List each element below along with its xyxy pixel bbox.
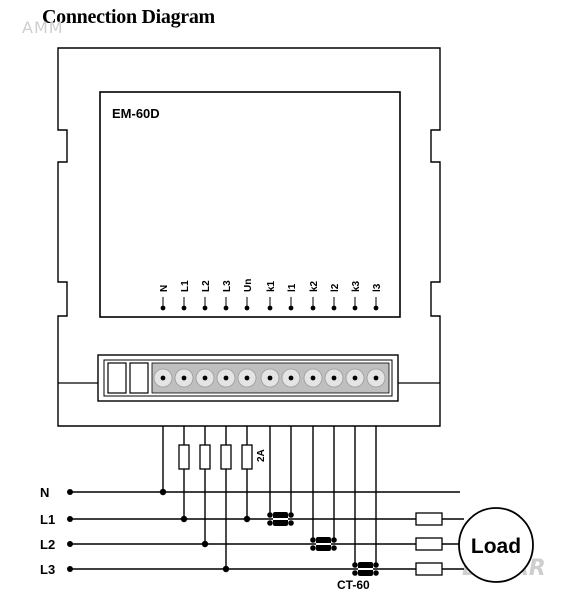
terminal-label-l3: l3 <box>372 283 383 292</box>
fuses <box>178 444 443 576</box>
terminal-label-l1: L1 <box>180 280 191 292</box>
terminal-label-l2: l2 <box>330 283 341 292</box>
line-label-l2: L2 <box>40 537 55 552</box>
line-label-l3: L3 <box>40 562 55 577</box>
screw-center <box>352 375 358 381</box>
screw-center <box>373 375 379 381</box>
fuse-rating-label: 2A <box>256 449 267 462</box>
terminal-labels: N L1 L2 L3 Un k1 l1 k2 l2 k3 l3 <box>159 279 383 311</box>
terminal-pin-dot <box>202 305 208 311</box>
terminal-pin-dot <box>244 305 250 311</box>
terminal-block <box>97 354 399 402</box>
terminal-label-l1: l1 <box>287 283 298 292</box>
load-label: Load <box>471 535 521 558</box>
wiring <box>70 426 464 570</box>
screw-center <box>202 375 208 381</box>
model-label: EM-60D <box>112 106 160 121</box>
terminal-pin-dot <box>373 305 379 311</box>
line-terminal-dot <box>67 541 73 547</box>
ct-terminal-dot <box>373 562 379 568</box>
ct-terminal-dot <box>288 512 294 518</box>
terminal-pin-dot <box>331 305 337 311</box>
ct-terminal-dot <box>310 537 316 543</box>
screw-center <box>310 375 316 381</box>
current-transformers <box>267 512 379 576</box>
screw-center <box>223 375 229 381</box>
terminal-label-k1: k1 <box>266 280 277 292</box>
line-terminal-dot <box>67 566 73 572</box>
ct-terminal-dot <box>373 570 379 576</box>
terminal-label-l3: L3 <box>222 280 233 292</box>
watermark-top: AMM <box>22 18 64 37</box>
junction-dots <box>159 488 251 573</box>
line-label-n: N <box>40 485 49 500</box>
spacer-block-1 <box>107 362 127 394</box>
ct-label: CT-60 <box>337 578 370 592</box>
screw-center <box>160 375 166 381</box>
terminal-label-k3: k3 <box>351 280 362 292</box>
screws <box>153 368 386 388</box>
ct-terminal-dot <box>331 537 337 543</box>
spacer-block-2 <box>129 362 149 394</box>
terminal-label-n: N <box>159 285 170 292</box>
load-fuse <box>415 512 443 526</box>
line-label-l1: L1 <box>40 512 55 527</box>
terminal-label-k2: k2 <box>309 280 320 292</box>
junction-dot <box>180 515 188 523</box>
ct-terminal-dot <box>352 562 358 568</box>
display-panel <box>99 91 401 318</box>
ct-terminal-dot <box>288 520 294 526</box>
terminal-pin-dot <box>160 305 166 311</box>
page-title: Connection Diagram <box>42 6 215 28</box>
ct-terminal-dot <box>331 545 337 551</box>
load-circle <box>458 507 534 583</box>
junction-dot <box>222 565 230 573</box>
line-terminal-dot <box>67 516 73 522</box>
voltage-fuse <box>220 444 232 470</box>
voltage-fuse <box>199 444 211 470</box>
terminal-pin-dot <box>352 305 358 311</box>
junction-dot <box>159 488 167 496</box>
terminal-pin-dot <box>310 305 316 311</box>
screw-center <box>267 375 273 381</box>
terminal-label-un: Un <box>243 279 254 292</box>
ct-terminal-dot <box>267 520 273 526</box>
terminal-label-l2: L2 <box>201 280 212 292</box>
voltage-fuse <box>178 444 190 470</box>
screw-center <box>288 375 294 381</box>
load-fuse <box>415 537 443 551</box>
ct-terminal-dot <box>310 545 316 551</box>
line-terminal-dot <box>67 489 73 495</box>
load-fuse <box>415 562 443 576</box>
screw-center <box>331 375 337 381</box>
terminal-pin-dot <box>223 305 229 311</box>
ct-terminal-dot <box>352 570 358 576</box>
voltage-fuse <box>241 444 253 470</box>
terminal-pin-dot <box>267 305 273 311</box>
ct-terminal-dot <box>267 512 273 518</box>
terminal-pin-dot <box>181 305 187 311</box>
junction-dot <box>201 540 209 548</box>
screw-center <box>244 375 250 381</box>
junction-dot <box>243 515 251 523</box>
terminal-pin-dot <box>288 305 294 311</box>
screw-center <box>181 375 187 381</box>
